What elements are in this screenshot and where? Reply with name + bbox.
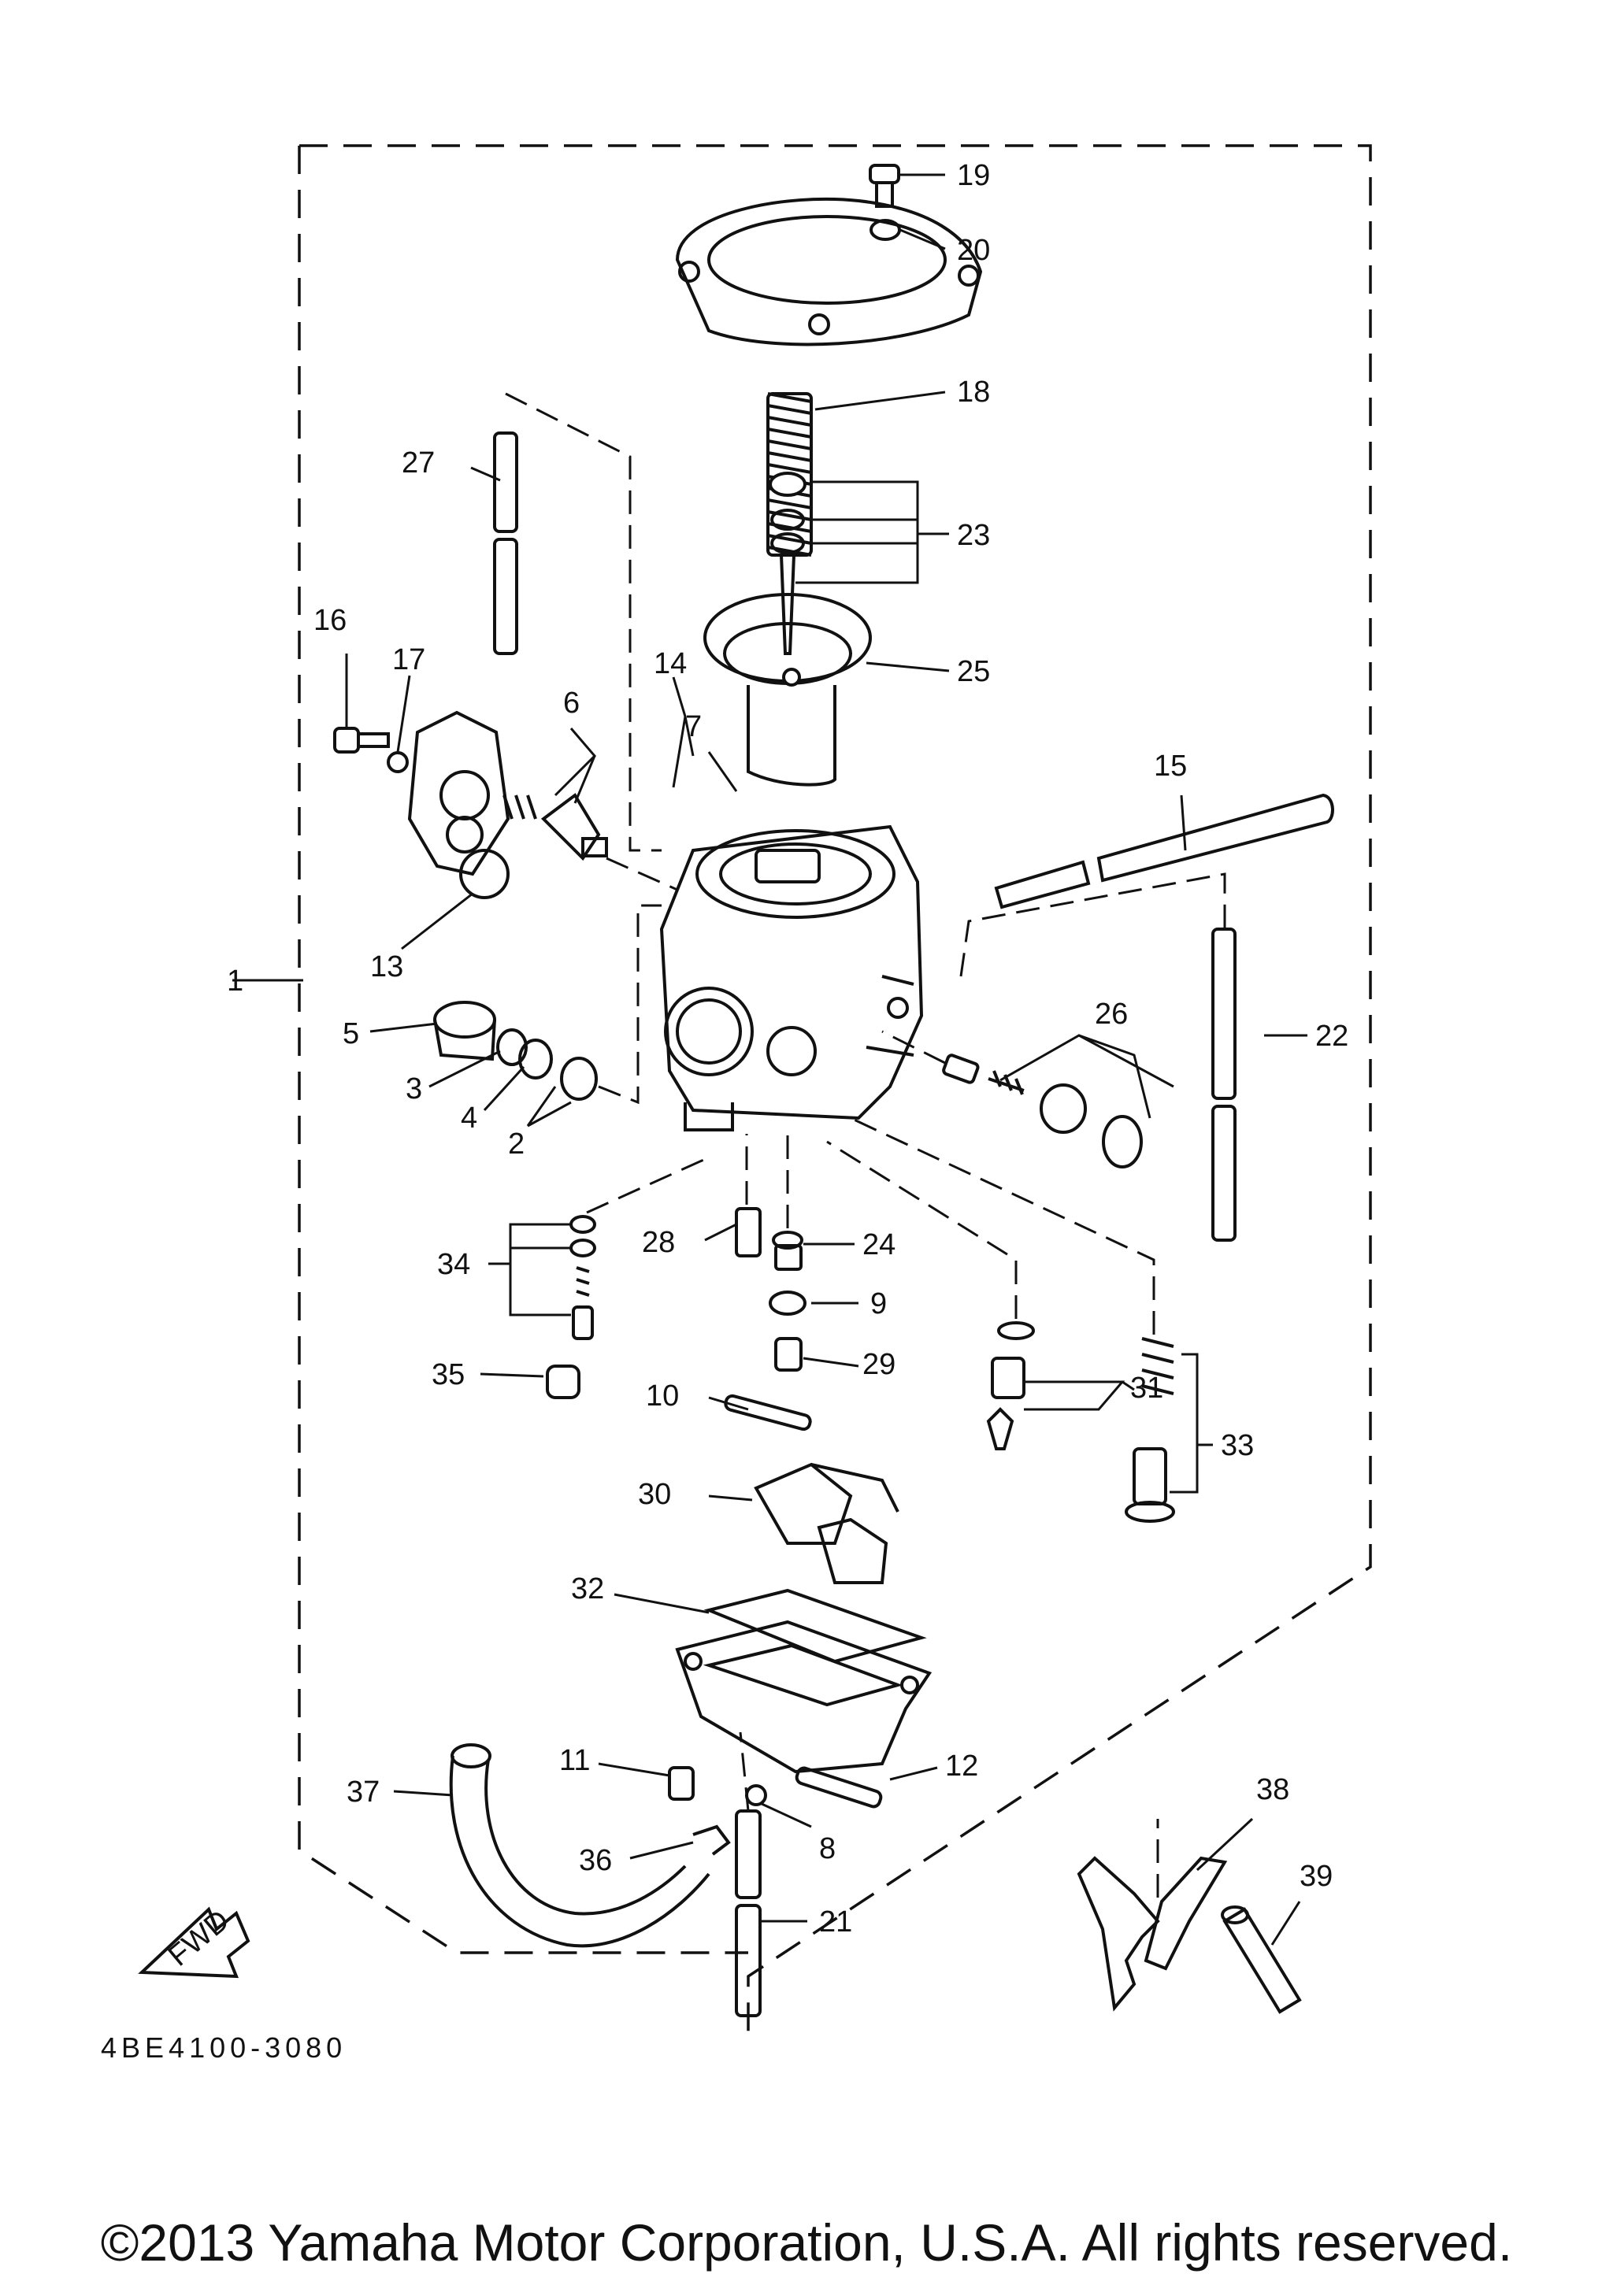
washer-9 xyxy=(769,1291,806,1316)
leader-lines xyxy=(232,173,1307,1946)
hose-bracket-38 xyxy=(1077,1856,1228,2012)
callout-32: 32 xyxy=(571,1572,604,1605)
callout-17: 17 xyxy=(392,643,425,676)
connector-34 xyxy=(586,1156,710,1214)
vent-hose-27 xyxy=(493,431,518,655)
main-jet-holder-28 xyxy=(735,1207,762,1257)
callout-18: 18 xyxy=(957,376,990,409)
callout-1: 1 xyxy=(227,965,243,998)
callout-14: 14 xyxy=(654,647,687,680)
drain-screw-12 xyxy=(795,1766,883,1809)
callout-6: 6 xyxy=(563,687,580,720)
cap-35 xyxy=(546,1365,580,1399)
callout-13: 13 xyxy=(370,950,403,983)
connector-2 xyxy=(598,904,662,1105)
callout-21: 21 xyxy=(819,1905,852,1939)
jet-24 xyxy=(772,1231,803,1271)
hose-37-end xyxy=(451,1743,491,1768)
jet-needle-set xyxy=(769,472,806,655)
piston-diaphragm xyxy=(703,593,872,787)
float-pin xyxy=(724,1394,812,1431)
o-ring-8 xyxy=(745,1784,767,1806)
connector-31 xyxy=(826,1140,1018,1319)
connector-21 xyxy=(739,1731,750,1812)
hose-39 xyxy=(1221,1905,1302,2014)
hose-15 xyxy=(994,793,1334,909)
pilot-screw-33 xyxy=(1125,1337,1175,1523)
pump-diaphragm xyxy=(540,793,608,861)
float-bowl-gasket xyxy=(703,1588,927,1664)
plug-29 xyxy=(774,1337,803,1372)
callout-23: 23 xyxy=(957,519,990,552)
clip-36 xyxy=(692,1824,731,1856)
top-cover xyxy=(675,197,983,346)
callout-37: 37 xyxy=(347,1776,380,1809)
callout-20: 20 xyxy=(957,234,990,267)
throttle-cap xyxy=(433,1001,496,1061)
callout-8: 8 xyxy=(819,1832,836,1865)
connector-33 xyxy=(850,1117,1155,1335)
callout-7: 7 xyxy=(685,710,702,743)
callout-39: 39 xyxy=(1300,1860,1333,1893)
float-bowl xyxy=(675,1620,933,1774)
plunger-set-34 xyxy=(569,1215,596,1340)
copyright-notice: ©2013 Yamaha Motor Corporation, U.S.A. A… xyxy=(100,2213,1513,2272)
needle-valve-o-ring xyxy=(997,1321,1035,1340)
assembly-boundary xyxy=(298,144,1372,2031)
callout-10: 10 xyxy=(646,1379,679,1413)
callout-30: 30 xyxy=(638,1478,671,1511)
connector-6 xyxy=(606,857,678,891)
callout-19: 19 xyxy=(957,159,990,192)
needle-valve-31 xyxy=(986,1357,1025,1450)
pilot-screw-set xyxy=(942,1054,1143,1168)
callout-36: 36 xyxy=(579,1844,612,1877)
callout-12: 12 xyxy=(945,1750,978,1783)
callout-29: 29 xyxy=(862,1348,895,1381)
bowl-screw-11 xyxy=(668,1766,695,1801)
washer-4 xyxy=(518,1039,553,1079)
pump-cover xyxy=(407,710,510,876)
connector-27 xyxy=(505,392,662,852)
fwd-label: FWD xyxy=(162,1904,235,1973)
pump-o-ring xyxy=(459,849,510,899)
callout-16: 16 xyxy=(313,604,347,637)
washer-3 xyxy=(496,1028,528,1066)
pump-screw-washer xyxy=(387,751,409,773)
callout-26: 26 xyxy=(1095,998,1128,1031)
diagram-reference-code: 4BE4100-3080 xyxy=(101,2031,347,2064)
callout-4: 4 xyxy=(461,1102,477,1135)
callout-35: 35 xyxy=(432,1358,465,1391)
cover-screw xyxy=(869,164,900,208)
callout-34: 34 xyxy=(437,1248,470,1281)
callout-22: 22 xyxy=(1315,1020,1348,1053)
callout-33: 33 xyxy=(1221,1429,1254,1462)
callout-24: 24 xyxy=(862,1228,895,1261)
callout-5: 5 xyxy=(343,1017,359,1050)
screw-washer xyxy=(870,219,901,241)
callout-3: 3 xyxy=(406,1072,422,1105)
callout-numbers: 1 2 3 4 5 6 7 8 9 10 11 12 13 14 15 16 1… xyxy=(227,159,1348,1939)
forward-arrow-icon: FWD xyxy=(138,1904,250,1979)
float xyxy=(754,1462,899,1584)
overflow-hose-37 xyxy=(449,1755,710,1948)
callout-28: 28 xyxy=(642,1226,675,1259)
callout-25: 25 xyxy=(957,655,990,688)
pump-cover-screw xyxy=(333,727,390,754)
carburetor-body xyxy=(659,824,924,1131)
hose-22 xyxy=(1211,928,1237,1242)
callout-15: 15 xyxy=(1154,750,1187,783)
callout-9: 9 xyxy=(870,1287,887,1320)
connector-15 xyxy=(959,872,1226,977)
callout-11: 11 xyxy=(559,1744,590,1777)
callout-38: 38 xyxy=(1256,1773,1289,1806)
connector-26 xyxy=(881,1030,946,1065)
callout-2: 2 xyxy=(508,1128,525,1161)
pump-spring xyxy=(502,794,537,820)
callout-31: 31 xyxy=(1130,1372,1163,1405)
callout-27: 27 xyxy=(402,446,435,480)
seal-2 xyxy=(560,1057,598,1101)
